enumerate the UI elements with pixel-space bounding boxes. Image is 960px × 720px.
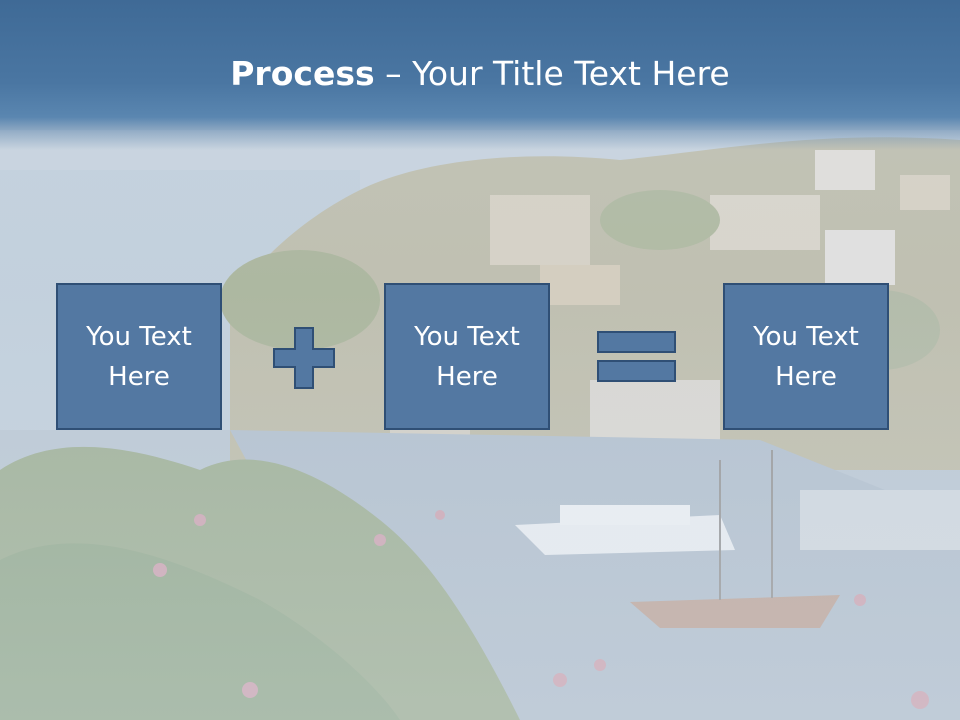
title-bold: Process [230, 54, 375, 93]
equals-icon [597, 331, 676, 382]
process-box-2[interactable]: You Text Here [384, 283, 550, 430]
title-bar [0, 0, 960, 150]
slide-title: Process – Your Title Text Here [0, 50, 960, 98]
process-box-1[interactable]: You Text Here [56, 283, 222, 430]
process-box-3[interactable]: You Text Here [723, 283, 889, 430]
title-rest: – Your Title Text Here [374, 54, 730, 93]
process-box-3-text: You Text Here [753, 321, 859, 392]
process-box-1-text: You Text Here [86, 321, 192, 392]
plus-icon [273, 327, 335, 389]
process-box-2-text: You Text Here [414, 321, 520, 392]
